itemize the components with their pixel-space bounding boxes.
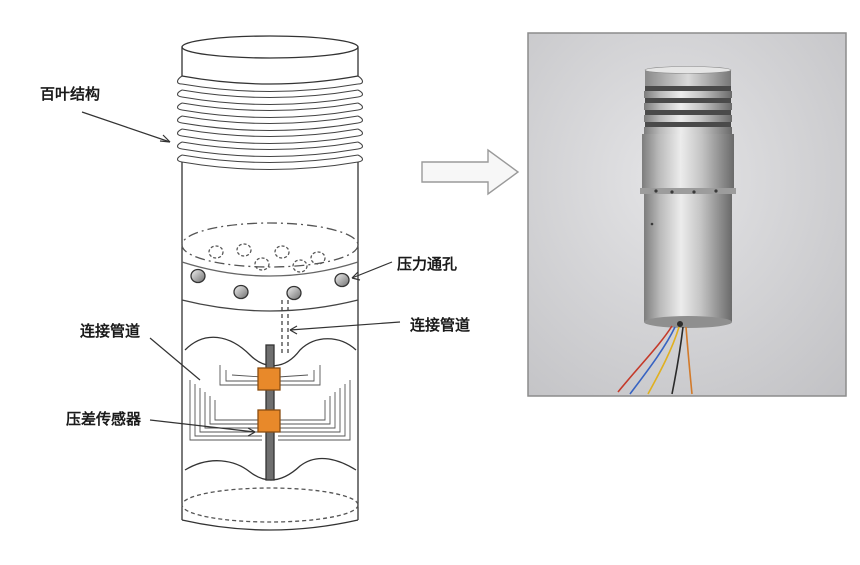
photo-louver-fins bbox=[644, 86, 732, 134]
cutaway-bottom bbox=[184, 457, 357, 481]
sensor-photo bbox=[527, 32, 847, 397]
leader-lines bbox=[81, 111, 401, 437]
sensor-block-lower bbox=[257, 409, 281, 433]
label-louver-structure: 百叶结构 bbox=[40, 85, 100, 103]
photo-cables bbox=[617, 325, 693, 395]
sensor-schematic bbox=[176, 35, 364, 531]
sensor-block-upper bbox=[257, 367, 281, 391]
photo-pressure-holes bbox=[650, 189, 718, 226]
pressure-holes bbox=[190, 268, 350, 301]
top-cap-ellipse bbox=[181, 35, 359, 59]
label-connecting-pipe-right: 连接管道 bbox=[410, 316, 470, 334]
back-holes bbox=[208, 243, 326, 273]
right-arrow-icon bbox=[421, 148, 520, 196]
louver-fins bbox=[176, 75, 364, 171]
label-diff-pressure-sensor: 压差传感器 bbox=[66, 410, 142, 428]
bottom-ellipse bbox=[181, 487, 359, 523]
connecting-pipes bbox=[189, 365, 351, 441]
label-pressure-hole: 压力通孔 bbox=[397, 255, 457, 273]
label-connecting-pipe-left: 连接管道 bbox=[80, 322, 140, 340]
